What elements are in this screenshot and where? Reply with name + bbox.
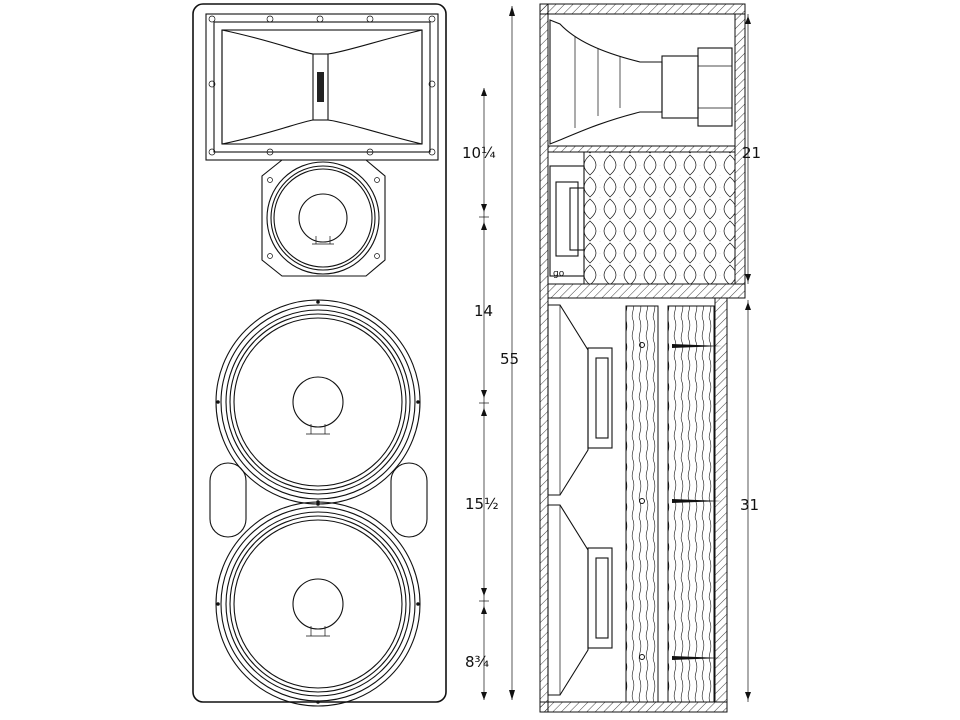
front-woofer-lower bbox=[215, 501, 421, 707]
dim-label-lower-depth: 31 bbox=[740, 496, 759, 514]
overall-dimension-line bbox=[509, 6, 515, 700]
dim-label-bottom-height: 8¾ bbox=[465, 653, 490, 671]
side-divider-shelf bbox=[547, 283, 746, 299]
front-port-left bbox=[209, 462, 247, 538]
front-port-right bbox=[390, 462, 428, 538]
horn-screws bbox=[208, 15, 436, 156]
front-woofer-upper bbox=[215, 299, 421, 505]
side-front-panel bbox=[539, 3, 549, 713]
side-view: ɡo bbox=[539, 3, 746, 713]
side-back-lower bbox=[714, 297, 728, 703]
dim-label-overall: 55 bbox=[500, 350, 519, 368]
svg-text:ɡo: ɡo bbox=[553, 269, 565, 279]
side-bottom-panel bbox=[539, 701, 728, 713]
side-horn bbox=[549, 19, 733, 145]
horn-throat bbox=[317, 72, 324, 102]
side-woofer-lower bbox=[547, 504, 613, 696]
side-woofer-upper bbox=[547, 304, 613, 496]
front-dimension-lines bbox=[479, 88, 489, 700]
dim-label-horn-height: 10¼ bbox=[462, 144, 496, 162]
front-midrange-driver bbox=[261, 159, 386, 277]
front-horn bbox=[205, 13, 439, 161]
dim-label-upper-depth: 21 bbox=[742, 144, 761, 162]
side-dimension-lines bbox=[745, 14, 751, 702]
dim-label-mid-height: 14 bbox=[474, 302, 493, 320]
side-midrange-chamber: ɡo bbox=[549, 151, 736, 285]
side-horn-shelf bbox=[547, 145, 736, 153]
side-top-panel bbox=[539, 3, 746, 15]
side-brace-rear bbox=[667, 305, 715, 703]
front-view bbox=[192, 3, 447, 707]
side-spikes bbox=[639, 342, 722, 660]
dim-label-woofer-height: 15½ bbox=[465, 495, 499, 513]
